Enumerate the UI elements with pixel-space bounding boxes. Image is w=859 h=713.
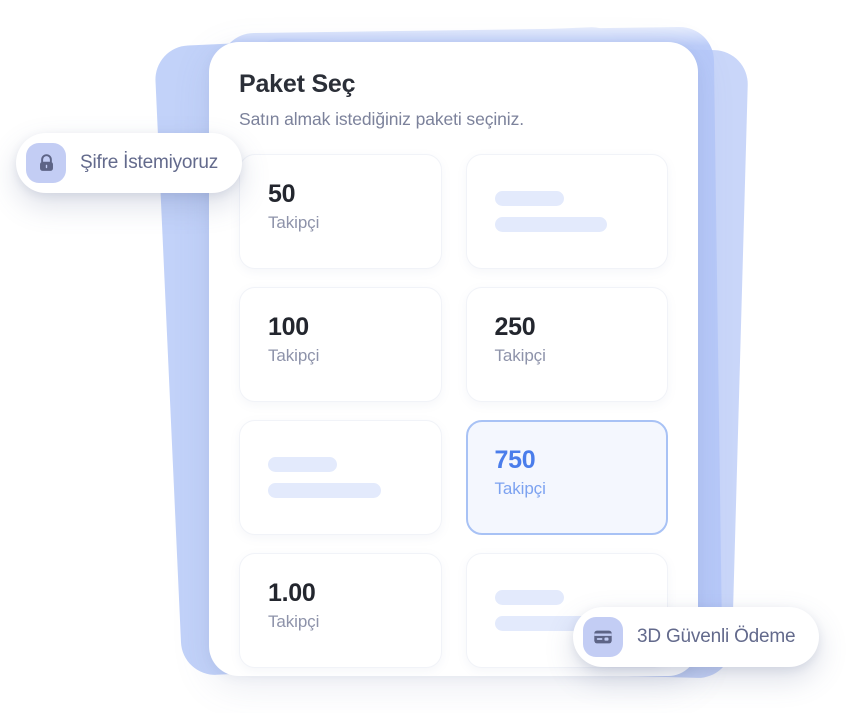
package-card-750[interactable]: 750 Takipçi: [465, 419, 668, 535]
package-amount: 750: [494, 445, 536, 474]
badge-secure-password: Şifre İstemiyoruz: [16, 133, 243, 193]
badge-3d-payment-label: 3D Güvenli Ödeme: [637, 626, 796, 647]
package-unit: Takipçi: [494, 479, 546, 499]
package-unit: Takipçi: [268, 346, 320, 366]
package-card-50[interactable]: 50 Takipçi: [239, 153, 442, 269]
package-card-loading-1[interactable]: [465, 153, 668, 269]
skeleton-bar: [494, 216, 608, 232]
package-unit: Takipçi: [268, 213, 320, 233]
skeleton-bar: [268, 456, 338, 472]
skeleton-bar: [494, 190, 564, 206]
badge-3d-payment: 3D Güvenli Ödeme: [573, 607, 820, 667]
package-unit: Takipçi: [268, 612, 320, 632]
package-card-100[interactable]: 100 Takipçi: [239, 286, 442, 402]
package-amount: 100: [268, 312, 309, 341]
skeleton-bar: [494, 589, 564, 605]
package-unit: Takipçi: [494, 346, 546, 366]
credit-card-icon: [583, 617, 623, 657]
package-amount: 1.00: [268, 578, 316, 607]
skeleton-bar: [268, 482, 381, 498]
package-card-1000[interactable]: 1.00 Takipçi: [239, 552, 442, 668]
badge-secure-password-label: Şifre İstemiyoruz: [80, 152, 219, 173]
panel-header: Paket Seç Satın almak istediğiniz paketi…: [239, 70, 668, 130]
package-grid: 50 Takipçi 100 Takipçi 250 Takipçi: [239, 153, 668, 668]
package-card-loading-2[interactable]: [239, 419, 442, 535]
package-amount: 50: [268, 179, 296, 208]
package-card-250[interactable]: 250 Takipçi: [465, 286, 668, 402]
page-subtitle: Satın almak istediğiniz paketi seçiniz.: [239, 108, 524, 129]
package-panel: Paket Seç Satın almak istediğiniz paketi…: [209, 42, 698, 676]
lock-icon: [26, 143, 66, 183]
package-amount: 250: [494, 312, 536, 341]
page-title: Paket Seç: [239, 70, 356, 98]
